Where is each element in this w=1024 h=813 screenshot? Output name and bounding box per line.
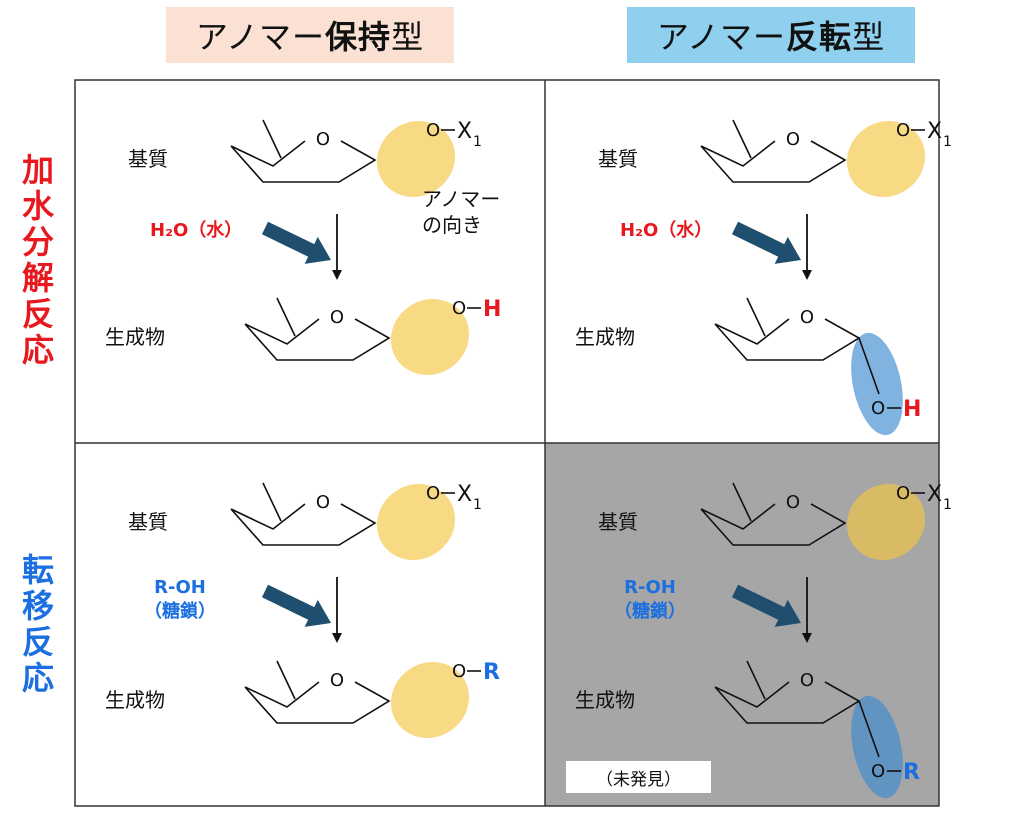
cell-hydrolysis-inversion-product-sugar-ring: [714, 297, 861, 361]
cell-hydrolysis-retention-product-group: H: [483, 297, 501, 322]
cell-transfer-inversion-product-ring-oxygen: O: [800, 670, 814, 691]
header-retention-suffix: 型: [391, 18, 425, 56]
cell-transfer-inversion-reaction-arrow: [731, 584, 801, 627]
cell-hydrolysis-inversion-product-ring-oxygen: O: [800, 307, 814, 328]
cell-hydrolysis-inversion-product-oxygen: O: [871, 398, 885, 419]
cell-transfer-retention-substrate-sugar-ring: [230, 482, 377, 546]
cell-transfer-retention-product-ring-oxygen: O: [330, 670, 344, 691]
cell-transfer-retention-product-anomer-ellipse: [390, 661, 470, 739]
cell-hydrolysis-retention-product-label: 生成物: [105, 325, 165, 349]
cell-hydrolysis-inversion-substrate-anomer-ellipse: [846, 120, 926, 198]
cell-hydrolysis-inversion-reaction-arrow: [731, 221, 801, 264]
cell-hydrolysis-retention-product-anomer-ellipse: [390, 298, 470, 376]
cell-transfer-inversion-product-sugar-ring: [714, 660, 861, 724]
cell-hydrolysis-inversion-substrate-label: 基質: [598, 147, 638, 171]
header-inversion-prefix: アノマー: [656, 18, 787, 56]
cell-hydrolysis-inversion-product-group: H: [903, 397, 921, 422]
cell-transfer-inversion-leaving-group-x: X: [927, 482, 942, 507]
cell-transfer-retention-product-sugar-ring: [244, 660, 391, 724]
row-label-hydrolysis: 加水分解反応: [0, 80, 72, 442]
cell-transfer-retention-substrate-label: 基質: [128, 510, 168, 534]
cell-hydrolysis-retention-reaction-arrow: [261, 221, 331, 264]
cell-hydrolysis-inversion-leaving-group-subscript: 1: [943, 134, 952, 150]
cell-hydrolysis-retention-product-oxygen: O: [452, 298, 466, 319]
row-label-transfer: 転移反応: [0, 443, 72, 806]
cell-transfer-retention-product-label: 生成物: [105, 688, 165, 712]
header-inversion-bold: 反転: [786, 18, 853, 56]
cell-transfer-retention-reagent-sugar-chain: （糖鎖）: [144, 600, 216, 622]
row-label-transfer-text: 転移反応: [17, 552, 55, 697]
cell-transfer-inversion-product-group: R: [903, 760, 920, 785]
header-anomer-inversion: アノマー反転型: [627, 7, 915, 63]
cell-hydrolysis-retention-substrate-label: 基質: [128, 147, 168, 171]
grid-lines: [74, 79, 940, 807]
cell-hydrolysis-retention-substrate-oxygen: O: [426, 120, 440, 141]
cell-hydrolysis-retention-substrate-ring-oxygen: O: [316, 129, 330, 150]
cell-transfer-inversion-substrate-label: 基質: [598, 510, 638, 534]
cell-transfer-retention-reaction-arrow: [261, 584, 331, 627]
cell-hydrolysis-inversion-product-label: 生成物: [575, 325, 635, 349]
cell-hydrolysis-retention-reagent-water: H₂O（水）: [150, 219, 242, 241]
cell-transfer-retention-leaving-group-subscript: 1: [473, 497, 482, 513]
cell-hydrolysis-inversion-substrate-sugar-ring: [700, 119, 847, 183]
header-anomer-retention: アノマー保持型: [166, 7, 454, 63]
cell-hydrolysis-retention-product-ring-oxygen: O: [330, 307, 344, 328]
cell-transfer-retention-product-group: R: [483, 660, 500, 685]
header-inversion-suffix: 型: [852, 18, 886, 56]
cell-transfer-inversion-product-axial-bond: [858, 700, 880, 758]
cell-transfer-inversion-reagent-roh: R-OH: [624, 577, 676, 598]
cell-transfer-inversion-product-label: 生成物: [575, 688, 635, 712]
cell-hydrolysis-inversion-substrate-oxygen: O: [896, 120, 910, 141]
cell-transfer-inversion-substrate-ring-oxygen: O: [786, 492, 800, 513]
cell-transfer-retention-reagent-roh: R-OH: [154, 577, 206, 598]
cell-hydrolysis-inversion-product-anomer-ellipse: [851, 332, 903, 436]
anomer-direction-note-line2: の向き: [422, 213, 482, 237]
cell-transfer-retention-substrate-oxygen: O: [426, 483, 440, 504]
cell-hydrolysis-retention-substrate-sugar-ring: [230, 119, 377, 183]
cell-hydrolysis-inversion-product-axial-bond: [858, 337, 880, 395]
cell-hydrolysis-inversion-leaving-group-x: X: [927, 119, 942, 144]
undiscovered-label: （未発見）: [566, 761, 711, 793]
header-retention-bold: 保持: [325, 18, 392, 56]
cell-hydrolysis-inversion-substrate-ring-oxygen: O: [786, 129, 800, 150]
cell-transfer-inversion-reagent-sugar-chain: （糖鎖）: [614, 600, 686, 622]
cell-transfer-retention-leaving-group-x: X: [457, 482, 472, 507]
cell-transfer-inversion-leaving-group-subscript: 1: [943, 497, 952, 513]
cell-hydrolysis-retention-leaving-group-x: X: [457, 119, 472, 144]
row-label-hydrolysis-text: 加水分解反応: [17, 153, 55, 369]
cell-hydrolysis-retention-product-sugar-ring: [244, 297, 391, 361]
cell-transfer-inversion-substrate-oxygen: O: [896, 483, 910, 504]
cell-hydrolysis-inversion-reagent-water: H₂O（水）: [620, 219, 712, 241]
cell-transfer-inversion-substrate-sugar-ring: [700, 482, 847, 546]
cell-transfer-retention-product-oxygen: O: [452, 661, 466, 682]
cell-transfer-retention-substrate-ring-oxygen: O: [316, 492, 330, 513]
cell-transfer-inversion-product-anomer-ellipse: [851, 695, 903, 799]
anomer-direction-note-line1: アノマー: [422, 187, 500, 211]
cell-transfer-inversion-substrate-anomer-ellipse: [846, 483, 926, 561]
cell-transfer-inversion-product-oxygen: O: [871, 761, 885, 782]
cell-hydrolysis-retention-substrate-anomer-ellipse: [376, 120, 456, 198]
header-retention-prefix: アノマー: [195, 18, 326, 56]
cell-transfer-retention-substrate-anomer-ellipse: [376, 483, 456, 561]
cell-hydrolysis-retention-leaving-group-subscript: 1: [473, 134, 482, 150]
